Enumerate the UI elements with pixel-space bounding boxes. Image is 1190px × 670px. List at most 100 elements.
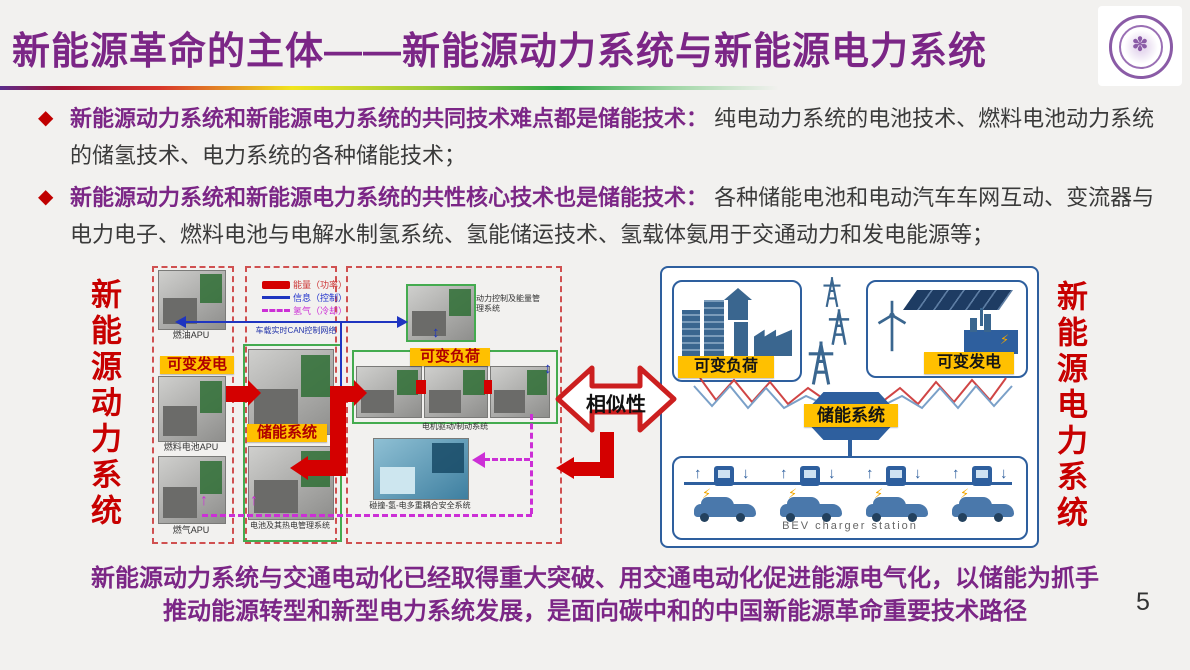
charger-icon [972, 466, 992, 486]
ev-car-icon [780, 497, 842, 522]
hydrogen-dashed-line [484, 458, 530, 461]
page-title: 新能源革命的主体——新能源动力系统与新能源电力系统 [12, 31, 988, 73]
grid-diagram: 可变负荷 ⚡ 可变发电 [660, 266, 1039, 548]
lightning-icon: ⚡ [788, 486, 798, 501]
energy-arrowhead-icon [290, 456, 308, 480]
can-bus-label: 车载实时CAN控制网络 [255, 326, 337, 335]
grid-variable-load-tag: 可变负荷 [678, 356, 774, 378]
summary-line-2: 推动能源转型和新型电力系统发展，是面向碳中和的中国新能源革命重要技术路径 [163, 598, 1027, 625]
solar-panel-pole-icon [980, 308, 983, 326]
bullet-list: ◆ 新能源动力系统和新能源电力系统的共同技术难点都是储能技术： 纯电动力系统的电… [38, 100, 1166, 258]
energy-connector-icon [416, 380, 426, 394]
photo-load-device-1 [356, 366, 422, 418]
charger-unit: ↑ ↓ ⚡ [688, 462, 766, 528]
house-roof-icon [724, 288, 752, 300]
legend-hydrogen-label: 氢气（冷却） [293, 306, 348, 316]
down-arrow-icon: ↓ [914, 465, 922, 482]
university-logo: ✽ [1098, 6, 1182, 86]
title-divider [0, 86, 885, 90]
ev-car-icon [952, 497, 1014, 522]
variable-generation-tag: 可变发电 [160, 356, 234, 374]
ev-car-icon [694, 497, 756, 522]
lightning-icon: ⚡ [874, 486, 884, 501]
bullet-item-2: ◆ 新能源动力系统和新能源电力系统的共性核心技术也是储能技术： 各种储能电池和电… [38, 179, 1166, 253]
transmission-tower-icon [828, 309, 850, 345]
hydrogen-arrowhead-icon [472, 452, 485, 468]
down-arrow-icon: ↓ [828, 465, 836, 482]
double-arrow-icon [555, 365, 677, 433]
power-plant-icon [964, 330, 1018, 354]
powertrain-diagram: 燃油APU 可变发电 燃料电池APU 燃气APU 能量（功率） 信息（控制） 氢… [150, 264, 562, 544]
up-arrow-icon: ↑ [866, 465, 874, 482]
summary-text: 新能源动力系统与交通电动化已经取得重大突破、用交通电动化促进能源电气化，以储能为… [0, 562, 1190, 628]
hydrogen-up-arrow-icon: ↑ [200, 492, 208, 509]
legend-hydrogen: 氢气（冷却） [262, 304, 412, 317]
up-arrow-icon: ↑ [694, 465, 702, 482]
power-control-label: 动力控制及能量管理系统 [476, 294, 540, 313]
energy-arrow-vertical [330, 386, 346, 476]
photo-fuel-cell-apu [158, 376, 226, 442]
info-double-arrow-icon: ↕ [432, 324, 440, 341]
info-double-arrow-icon: ↕ [544, 360, 552, 377]
grid-storage-tag: 储能系统 [804, 404, 898, 427]
charger-icon [886, 466, 906, 486]
charger-unit: ↑ ↓ ⚡ [946, 462, 1024, 528]
photo-safety-system [373, 438, 469, 500]
diamond-bullet-icon: ◆ [38, 107, 54, 129]
flow-legend: 能量（功率） 信息（控制） 氢气（冷却） [262, 278, 412, 317]
similarity-arrow: 相似性 [552, 356, 680, 442]
hydrogen-flow-icon [262, 309, 290, 312]
house-icon [728, 300, 748, 320]
charger-icon [714, 466, 734, 486]
energy-connector-icon [484, 380, 492, 394]
energy-arrowhead-icon [354, 380, 367, 406]
station-bus-line [684, 482, 1012, 485]
variable-load-tag: 可变负荷 [410, 348, 490, 366]
grid-variable-generation-tag: 可变发电 [924, 352, 1014, 374]
fuel-apu-label: 燃油APU [172, 330, 210, 340]
photo-power-control [406, 284, 476, 342]
lightning-icon: ⚡ [960, 486, 970, 501]
building-icon [704, 300, 724, 356]
chimney-icon [984, 314, 991, 332]
storage-stem-line [848, 439, 852, 458]
charger-unit: ↑ ↓ ⚡ [774, 462, 852, 528]
bullet-1-body: 纯电动力系统的电池技术、燃料电池动力系统的储氢技术、电力系统的各种储能技术； [70, 106, 1155, 168]
can-bus-line [186, 321, 398, 323]
powertrain-side-label: 新能源动力系统 [86, 278, 121, 530]
hydrogen-dashed-line [202, 514, 532, 517]
ev-car-icon [866, 497, 928, 522]
bev-station-box: ↑ ↓ ⚡ ↑ ↓ ⚡ ↑ ↓ ⚡ ↑ [672, 456, 1028, 540]
legend-info: 信息（控制） [262, 291, 412, 304]
can-bus-left-arrow-icon [175, 316, 186, 328]
energy-flow-icon [262, 280, 290, 289]
logo-inner-ring-icon [1119, 25, 1163, 69]
transmission-tower-icon [808, 341, 834, 385]
transmission-tower-icon [823, 277, 841, 308]
similarity-label: 相似性 [586, 394, 646, 416]
can-bus-right-arrow-icon [397, 316, 408, 328]
bullet-2-body: 各种储能电池和电动汽车车网互动、变流器与电力电子、燃料电池与电解水制氢系统、氢能… [70, 185, 1155, 247]
up-arrow-icon: ↑ [952, 465, 960, 482]
grid-load-box: 可变负荷 [672, 280, 802, 382]
hydrogen-up-arrow-icon: ↑ [250, 492, 258, 509]
energy-arrow [226, 386, 248, 402]
grid-side-label: 新能源电力系统 [1052, 280, 1087, 532]
photo-fuel-apu [158, 270, 226, 330]
legend-energy: 能量（功率） [262, 278, 412, 291]
legend-info-label: 信息（控制） [293, 293, 348, 303]
hydrogen-dashed-line-vertical [530, 414, 533, 514]
safety-system-label: 碰撞-氢-电多重耦合安全系统 [369, 501, 471, 510]
charger-unit: ↑ ↓ ⚡ [860, 462, 938, 528]
bev-station-label: BEV charger station [782, 520, 918, 532]
down-arrow-icon: ↓ [742, 465, 750, 482]
bullet-item-1: ◆ 新能源动力系统和新能源电力系统的共同技术难点都是储能技术： 纯电动力系统的电… [38, 100, 1166, 174]
energy-arrowhead-icon [248, 380, 261, 406]
building-icon [682, 310, 700, 356]
solar-panel-icon [902, 290, 1014, 310]
storage-system-tag: 储能系统 [247, 424, 327, 442]
diamond-bullet-icon: ◆ [38, 186, 54, 208]
logo-emblem-icon: ✽ [1131, 34, 1149, 56]
energy-arrow [308, 460, 346, 476]
